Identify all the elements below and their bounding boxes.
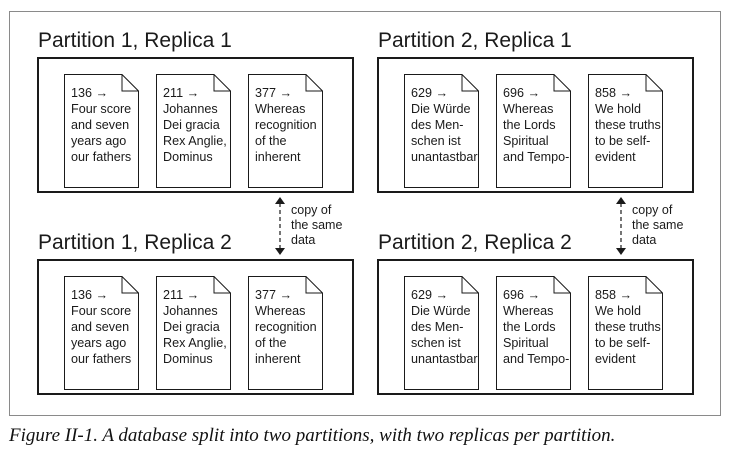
partition-2-replica-1-box: 629 → Die Würde des Men- schen ist unant… [377, 57, 694, 193]
partition-1-replica-1-box: 136 → Four score and seven years ago our… [37, 57, 354, 193]
document-text: 211 → Johannes Dei gracia Rex Anglie, Do… [163, 86, 227, 164]
document-629: 629 → Die Würde des Men- schen ist unant… [404, 276, 479, 390]
document-211: 211 → Johannes Dei gracia Rex Anglie, Do… [156, 276, 231, 390]
document-icon [496, 74, 571, 188]
document-icon [588, 74, 663, 188]
partition-1-replica-1-title: Partition 1, Replica 1 [38, 29, 232, 52]
document-text: 629 → Die Würde des Men- schen ist unant… [411, 288, 478, 366]
document-icon [248, 276, 323, 390]
document-858: 858 → We hold these truths to be self- e… [588, 74, 663, 188]
document-text: 136 → Four score and seven years ago our… [71, 288, 132, 366]
document-136: 136 → Four score and seven years ago our… [64, 74, 139, 188]
document-icon [64, 74, 139, 188]
double-arrow-icon [275, 197, 285, 255]
document-icon [248, 74, 323, 188]
document-696: 696 → Whereas the Lords Spiritual and Te… [496, 276, 571, 390]
replication-arrow-partition-2 [611, 196, 631, 256]
document-icon [156, 276, 231, 390]
document-858: 858 → We hold these truths to be self- e… [588, 276, 663, 390]
document-text: 629 → Die Würde des Men- schen ist unant… [411, 86, 478, 164]
document-icon [156, 74, 231, 188]
document-696: 696 → Whereas the Lords Spiritual and Te… [496, 74, 571, 188]
document-icon [588, 276, 663, 390]
document-text: 377 → Whereas recognition of the inheren… [255, 86, 317, 164]
document-text: 211 → Johannes Dei gracia Rex Anglie, Do… [163, 288, 227, 366]
double-arrow-icon [616, 197, 626, 255]
document-377: 377 → Whereas recognition of the inheren… [248, 74, 323, 188]
document-text: 696 → Whereas the Lords Spiritual and Te… [503, 86, 570, 164]
document-211: 211 → Johannes Dei gracia Rex Anglie, Do… [156, 74, 231, 188]
document-136: 136 → Four score and seven years ago our… [64, 276, 139, 390]
document-icon [404, 276, 479, 390]
document-text: 136 → Four score and seven years ago our… [71, 86, 132, 164]
partition-1-replica-2-title: Partition 1, Replica 2 [38, 231, 232, 254]
document-629: 629 → Die Würde des Men- schen ist unant… [404, 74, 479, 188]
document-text: 858 → We hold these truths to be self- e… [595, 288, 661, 366]
partition-2-replica-2-title: Partition 2, Replica 2 [378, 231, 572, 254]
copy-annotation-partition-1: copy of the same data [291, 203, 343, 247]
document-icon [496, 276, 571, 390]
partition-2-replica-2-box: 629 → Die Würde des Men- schen ist unant… [377, 259, 694, 395]
document-text: 858 → We hold these truths to be self- e… [595, 86, 661, 164]
partition-1-replica-2-box: 136 → Four score and seven years ago our… [37, 259, 354, 395]
document-text: 696 → Whereas the Lords Spiritual and Te… [503, 288, 570, 366]
document-text: 377 → Whereas recognition of the inheren… [255, 288, 317, 366]
partition-2-replica-1-title: Partition 2, Replica 1 [378, 29, 572, 52]
document-icon [64, 276, 139, 390]
figure-caption: Figure II-1. A database split into two p… [9, 425, 616, 446]
copy-annotation-partition-2: copy of the same data [632, 203, 684, 247]
replication-arrow-partition-1 [270, 196, 290, 256]
document-icon [404, 74, 479, 188]
document-377: 377 → Whereas recognition of the inheren… [248, 276, 323, 390]
